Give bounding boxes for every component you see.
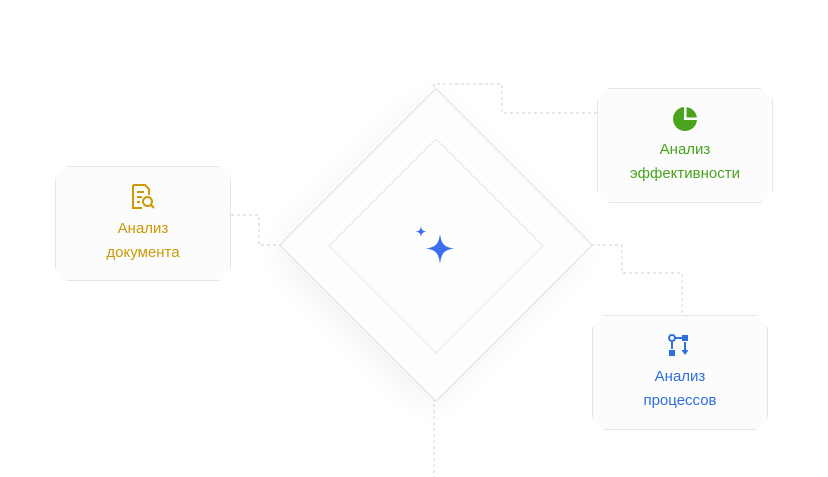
connector-document: [231, 214, 308, 246]
card-process-analysis: Анализ процессов: [592, 315, 768, 430]
connector-processes: [561, 244, 683, 315]
process-flow-icon: [667, 333, 693, 359]
card-document-analysis: Анализ документа: [55, 166, 231, 281]
card-efficiency-analysis: Анализ эффективности: [597, 88, 773, 203]
card-efficiency-label: Анализ эффективности: [629, 140, 740, 182]
pie-chart-icon: [672, 106, 698, 132]
document-search-icon: [130, 183, 156, 211]
card-document-label: Анализ документа: [106, 219, 180, 261]
sparkle-icon: [415, 226, 454, 264]
card-processes-label: Анализ процессов: [643, 367, 717, 409]
